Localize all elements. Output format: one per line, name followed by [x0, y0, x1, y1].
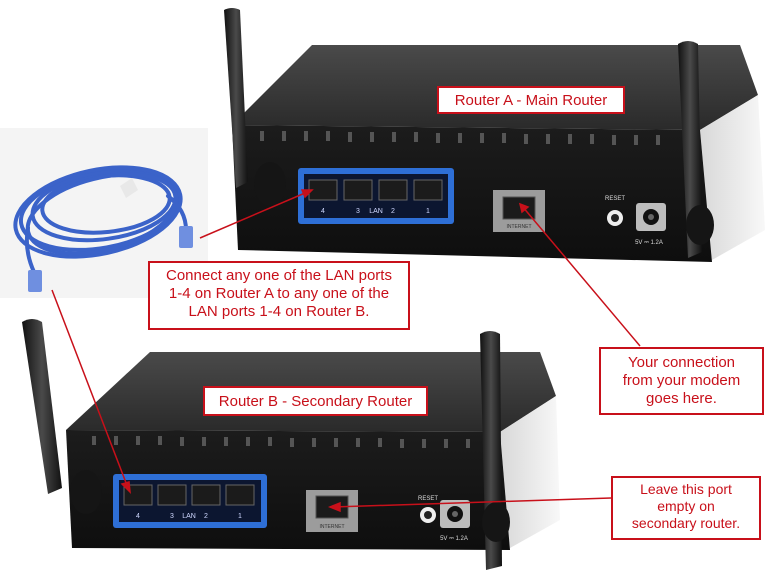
- router-b: 4 3 LAN 2 1 INTERNET RESET 5V ⎓ 1.2A: [22, 319, 560, 570]
- router-a-front: [232, 125, 712, 262]
- router-a-side: [700, 95, 765, 260]
- connect-lan-callout: Connect any one of the LAN ports 1-4 on …: [148, 261, 410, 330]
- arrow-to-router-b-internet: [332, 497, 612, 508]
- reset-label: RESET: [418, 496, 438, 502]
- reset-button: [424, 511, 432, 519]
- callout-line: LAN ports 1-4 on Router B.: [188, 303, 370, 320]
- port-number: 4: [136, 513, 140, 520]
- router-b-vents: [92, 436, 470, 448]
- lan-port: [413, 179, 443, 201]
- callout-line: from your modem: [622, 372, 741, 389]
- port-number: 2: [204, 513, 208, 520]
- callout-line: goes here.: [646, 390, 717, 407]
- callout-line: Connect any one of the LAN ports: [166, 267, 392, 284]
- lan-port: [157, 484, 187, 506]
- lan-label: LAN: [182, 513, 196, 520]
- router-a-left-antenna: [224, 8, 248, 188]
- router-b-label-text: Router B - Secondary Router: [218, 393, 413, 410]
- callout-line: Leave this port: [640, 481, 732, 497]
- router-a: 4 3 LAN 2 1 INTERNET RESET 5V ⎓ 1.2A: [224, 8, 765, 262]
- router-a-internet-port: [502, 196, 536, 220]
- router-b-antenna-base: [70, 470, 102, 514]
- cable-tie: [120, 178, 138, 198]
- callout-line: empty on: [657, 497, 715, 514]
- port-number: 3: [356, 208, 360, 215]
- lan-port: [225, 484, 255, 506]
- port-number: 2: [391, 208, 395, 215]
- internet-label: INTERNET: [507, 224, 532, 230]
- lan-port: [378, 179, 408, 201]
- router-a-antenna-base: [254, 162, 286, 206]
- annotation-arrows: [51, 189, 641, 513]
- router-b-side: [500, 396, 560, 548]
- router-a-lan-ports: [308, 179, 443, 201]
- leave-port-empty-callout: Leave this port empty on secondary route…: [611, 476, 761, 540]
- cable-connector: [179, 226, 193, 248]
- lan-port: [343, 179, 373, 201]
- router-a-label: Router A - Main Router: [437, 86, 625, 114]
- arrow-to-router-a-lan: [199, 189, 313, 239]
- callout-line: secondary router.: [631, 514, 741, 531]
- router-b-left-antenna: [22, 319, 62, 494]
- callout-line: Your connection: [627, 354, 736, 371]
- power-label: 5V ⎓ 1.2A: [440, 536, 468, 542]
- router-a-right-antenna: [678, 41, 702, 258]
- power-label: 5V ⎓ 1.2A: [635, 240, 663, 246]
- router-b-label: Router B - Secondary Router: [203, 386, 428, 416]
- port-number: 1: [238, 513, 242, 520]
- router-b-lan-ports: [123, 484, 255, 506]
- lan-label: LAN: [369, 208, 383, 215]
- internet-label: INTERNET: [320, 524, 345, 530]
- reset-label: RESET: [605, 196, 625, 202]
- port-number: 3: [170, 513, 174, 520]
- callout-line: 1-4 on Router A to any one of the: [168, 285, 390, 302]
- port-number: 1: [426, 208, 430, 215]
- cable-connector: [28, 270, 42, 292]
- router-a-vents: [260, 131, 660, 145]
- modem-connection-callout: Your connection from your modem goes her…: [599, 347, 764, 415]
- lan-port: [308, 179, 338, 201]
- reset-button: [611, 214, 619, 222]
- router-a-label-text: Router A - Main Router: [454, 92, 608, 109]
- arrow-to-router-b-lan: [51, 289, 129, 489]
- lan-port: [123, 484, 153, 506]
- lan-port: [191, 484, 221, 506]
- arrow-to-router-a-internet: [521, 205, 641, 347]
- port-number: 4: [321, 208, 325, 215]
